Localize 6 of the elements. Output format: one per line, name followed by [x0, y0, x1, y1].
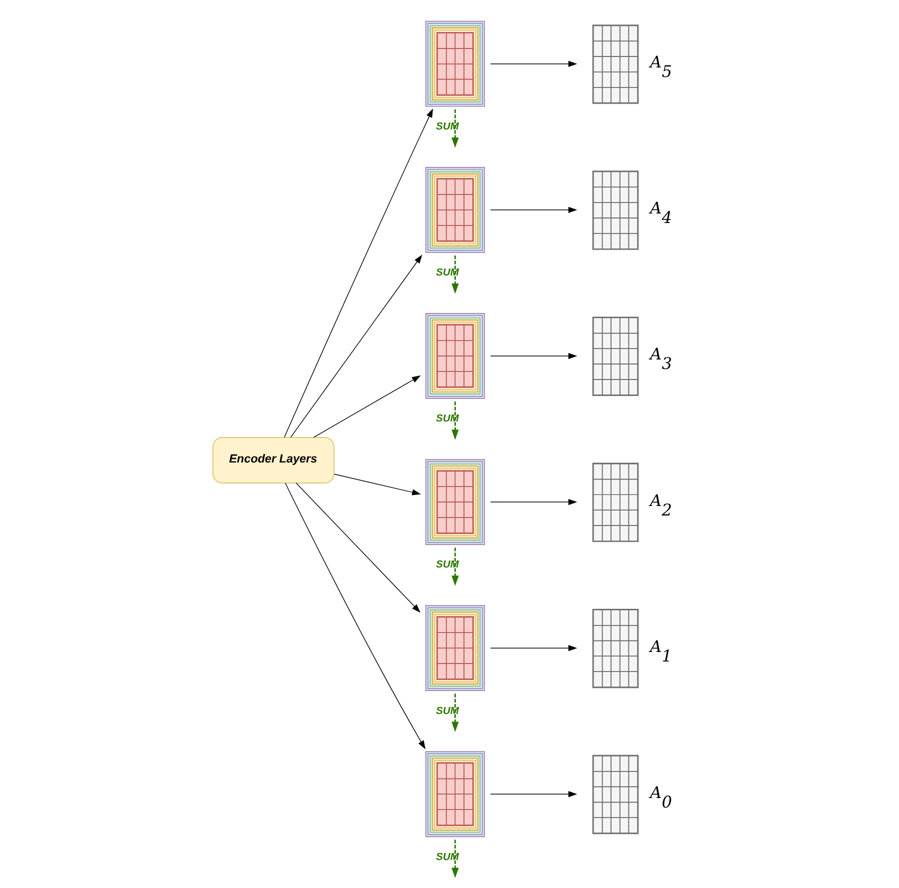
edge-label: SUM — [436, 560, 458, 571]
edge-label: SUM — [436, 268, 458, 279]
edge-label: SUM — [436, 414, 458, 425]
edge-label: SUM — [436, 706, 458, 717]
edge-label: SUM — [436, 122, 458, 133]
edge-label: SUM — [436, 852, 458, 863]
